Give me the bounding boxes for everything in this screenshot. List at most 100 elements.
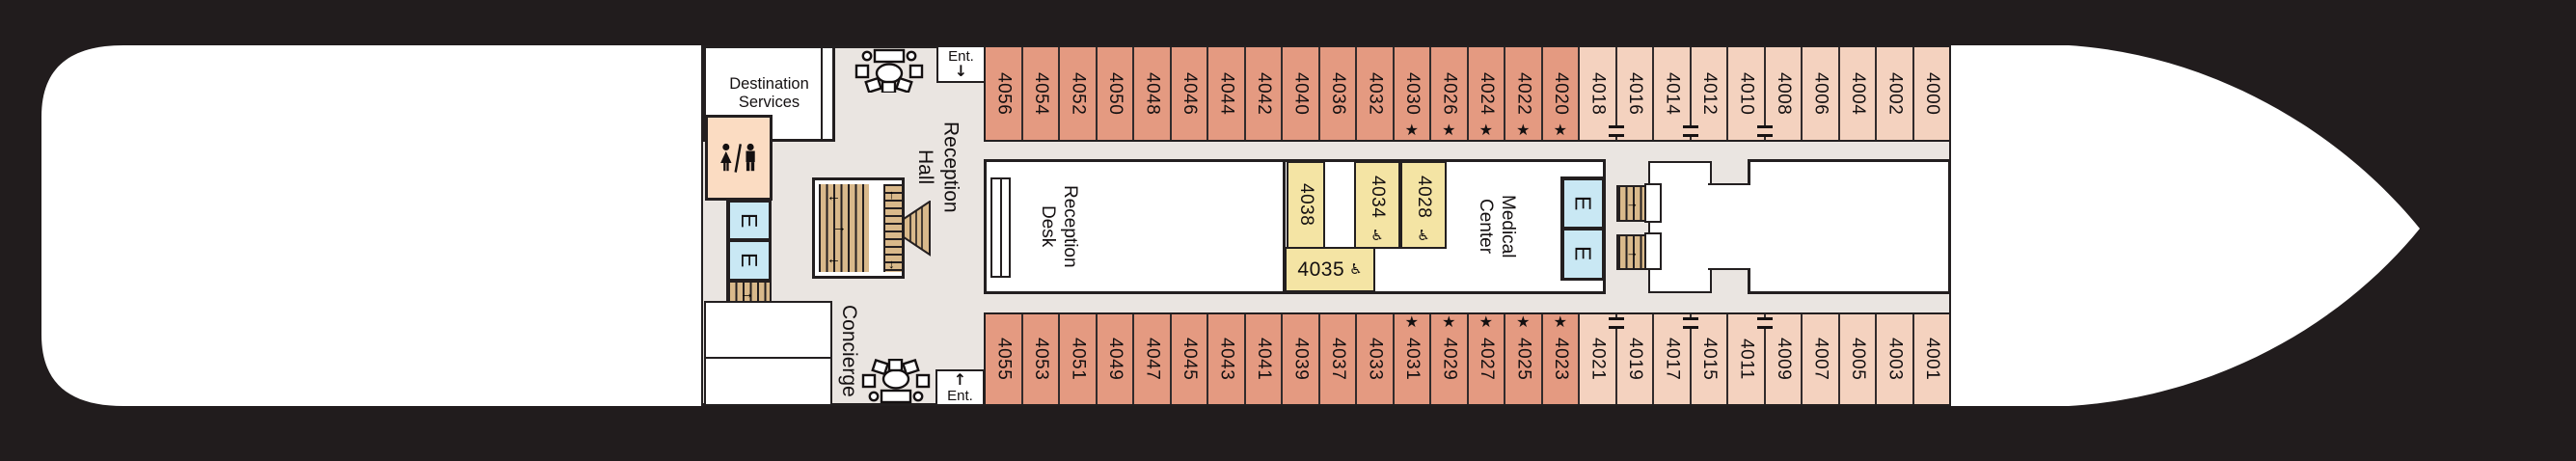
cabin-4016: 4016 — [1614, 47, 1652, 140]
cabin-4042: 4042 — [1243, 47, 1281, 140]
restroom-icon — [720, 143, 755, 173]
star-icon: ★ — [1553, 312, 1567, 331]
cabin-4031: 4031★ — [1392, 312, 1429, 404]
reception-hall-label: Reception Hall — [914, 121, 963, 213]
entrance-bottom: ↑ Ent. — [935, 369, 985, 406]
cabin-4000: 4000 — [1912, 47, 1949, 140]
cabin-4053: 4053 — [1020, 314, 1058, 404]
cabin-4002: 4002 — [1875, 47, 1912, 140]
elevator: E — [729, 241, 769, 279]
cabin-4038: 4038 — [1287, 161, 1325, 249]
cabin-4036: 4036 — [1317, 47, 1355, 140]
cabin-4018: 4018 — [1578, 47, 1624, 140]
cabin-4011: 4011 — [1726, 314, 1773, 404]
connecting-rooms-icon — [1608, 317, 1624, 329]
arrow-down-icon: ↓ — [954, 61, 968, 80]
room-forward-unlabeled — [1748, 159, 1951, 294]
star-icon: ★ — [1442, 312, 1456, 331]
cabin-4056: 4056 — [986, 47, 1021, 140]
star-icon: ★ — [1478, 312, 1493, 331]
cabin-4055: 4055 — [986, 314, 1021, 404]
passage — [1708, 183, 1750, 270]
star-icon: ★ — [1478, 121, 1493, 139]
cabin-4045: 4045 — [1169, 314, 1207, 404]
cabin-4010: 4010 — [1726, 47, 1773, 140]
cabin-4007: 4007 — [1801, 314, 1838, 404]
cabin-4001: 4001 — [1912, 314, 1949, 404]
cabin-4009: 4009 — [1763, 314, 1801, 404]
cabin-4046: 4046 — [1169, 47, 1207, 140]
entrance-label: Ent. — [948, 47, 974, 65]
cabin-4027: 4027★ — [1466, 312, 1504, 404]
star-icon: ★ — [1516, 121, 1531, 139]
connecting-rooms-icon — [1756, 317, 1773, 329]
star-icon: ★ — [1404, 121, 1419, 139]
star-icon: ★ — [1553, 121, 1567, 139]
cabin-4041: 4041 — [1243, 314, 1281, 404]
elevator-bank-mid: E E — [1560, 176, 1605, 281]
cabin-4050: 4050 — [1095, 47, 1132, 140]
entrance-top: Ent. ↓ — [936, 45, 986, 83]
reception-desk-label: Reception Desk — [1038, 185, 1081, 268]
stair-landing — [1644, 232, 1662, 270]
cabin-4048: 4048 — [1132, 47, 1170, 140]
entrance-label: Ent. — [947, 387, 973, 404]
elevator-letter: E — [737, 252, 762, 268]
elevator: E — [1563, 230, 1602, 278]
cabin-4052: 4052 — [1058, 47, 1096, 140]
room-unlabeled — [704, 356, 832, 406]
stairs-arrow-down-icon: ↓ — [888, 257, 895, 271]
reception-desk-counter — [990, 177, 1011, 278]
grand-stair-fan — [903, 201, 931, 257]
stairs-arrow-left-icon: ← — [827, 188, 841, 204]
restroom — [705, 115, 773, 201]
elevator-letter: E — [1570, 246, 1596, 261]
cabin-4017: 4017 — [1652, 314, 1698, 404]
cabin-4024: 4024★ — [1466, 47, 1504, 140]
elevator: E — [1563, 179, 1602, 228]
connecting-rooms-icon — [1608, 125, 1624, 137]
cabin-4015: 4015 — [1689, 314, 1726, 404]
lounge-furniture — [861, 359, 931, 404]
cabin-4044: 4044 — [1207, 47, 1244, 140]
cabin-4051: 4051 — [1058, 314, 1096, 404]
connecting-rooms-icon — [1756, 125, 1773, 137]
cabin-4019: 4019 — [1614, 314, 1652, 404]
cabin-4039: 4039 — [1281, 314, 1318, 404]
stairs-arrow-left-icon: ← — [827, 251, 841, 267]
wall-segment — [821, 48, 823, 139]
cabin-4033: 4033 — [1355, 314, 1393, 404]
cabin-4054: 4054 — [1020, 47, 1058, 140]
stairs-arrow-right-icon: → — [1626, 196, 1639, 210]
cabin-4003: 4003 — [1875, 314, 1912, 404]
cabin-4028: 4028 ♿ — [1400, 161, 1447, 249]
cabin-4022: 4022★ — [1504, 47, 1541, 140]
cabin-4020: 4020★ — [1540, 47, 1578, 140]
cabin-4008: 4008 — [1763, 47, 1801, 140]
cabin-4004: 4004 — [1837, 47, 1875, 140]
cabin-4030: 4030★ — [1392, 47, 1429, 140]
accessible-icon: ♿ — [1417, 227, 1430, 244]
arrow-up-icon: ↑ — [953, 370, 967, 390]
star-icon: ★ — [1516, 312, 1531, 331]
cabin-4021: 4021 — [1578, 314, 1624, 404]
cabin-4006: 4006 — [1801, 47, 1838, 140]
star-icon: ★ — [1404, 312, 1419, 331]
connecting-rooms-icon — [1682, 125, 1698, 137]
stairs-arrow-up-icon: ↑ — [888, 187, 895, 202]
cabin-4037: 4037 — [1317, 314, 1355, 404]
concierge-label: Concierge — [838, 305, 861, 397]
elevator-letter: E — [737, 212, 762, 229]
cabin-4014: 4014 — [1652, 47, 1698, 140]
cabin-4043: 4043 — [1207, 314, 1244, 404]
room-unlabeled — [1648, 161, 1712, 293]
cabin-4012: 4012 — [1689, 47, 1726, 140]
stairs-arrow-right-icon: → — [832, 219, 847, 235]
cabin-4005: 4005 — [1837, 314, 1875, 404]
room-unlabeled — [704, 301, 832, 359]
cabin-4026: 4026★ — [1429, 47, 1467, 140]
wall-segment — [1283, 159, 1286, 294]
cabin-4032: 4032 — [1355, 47, 1393, 140]
